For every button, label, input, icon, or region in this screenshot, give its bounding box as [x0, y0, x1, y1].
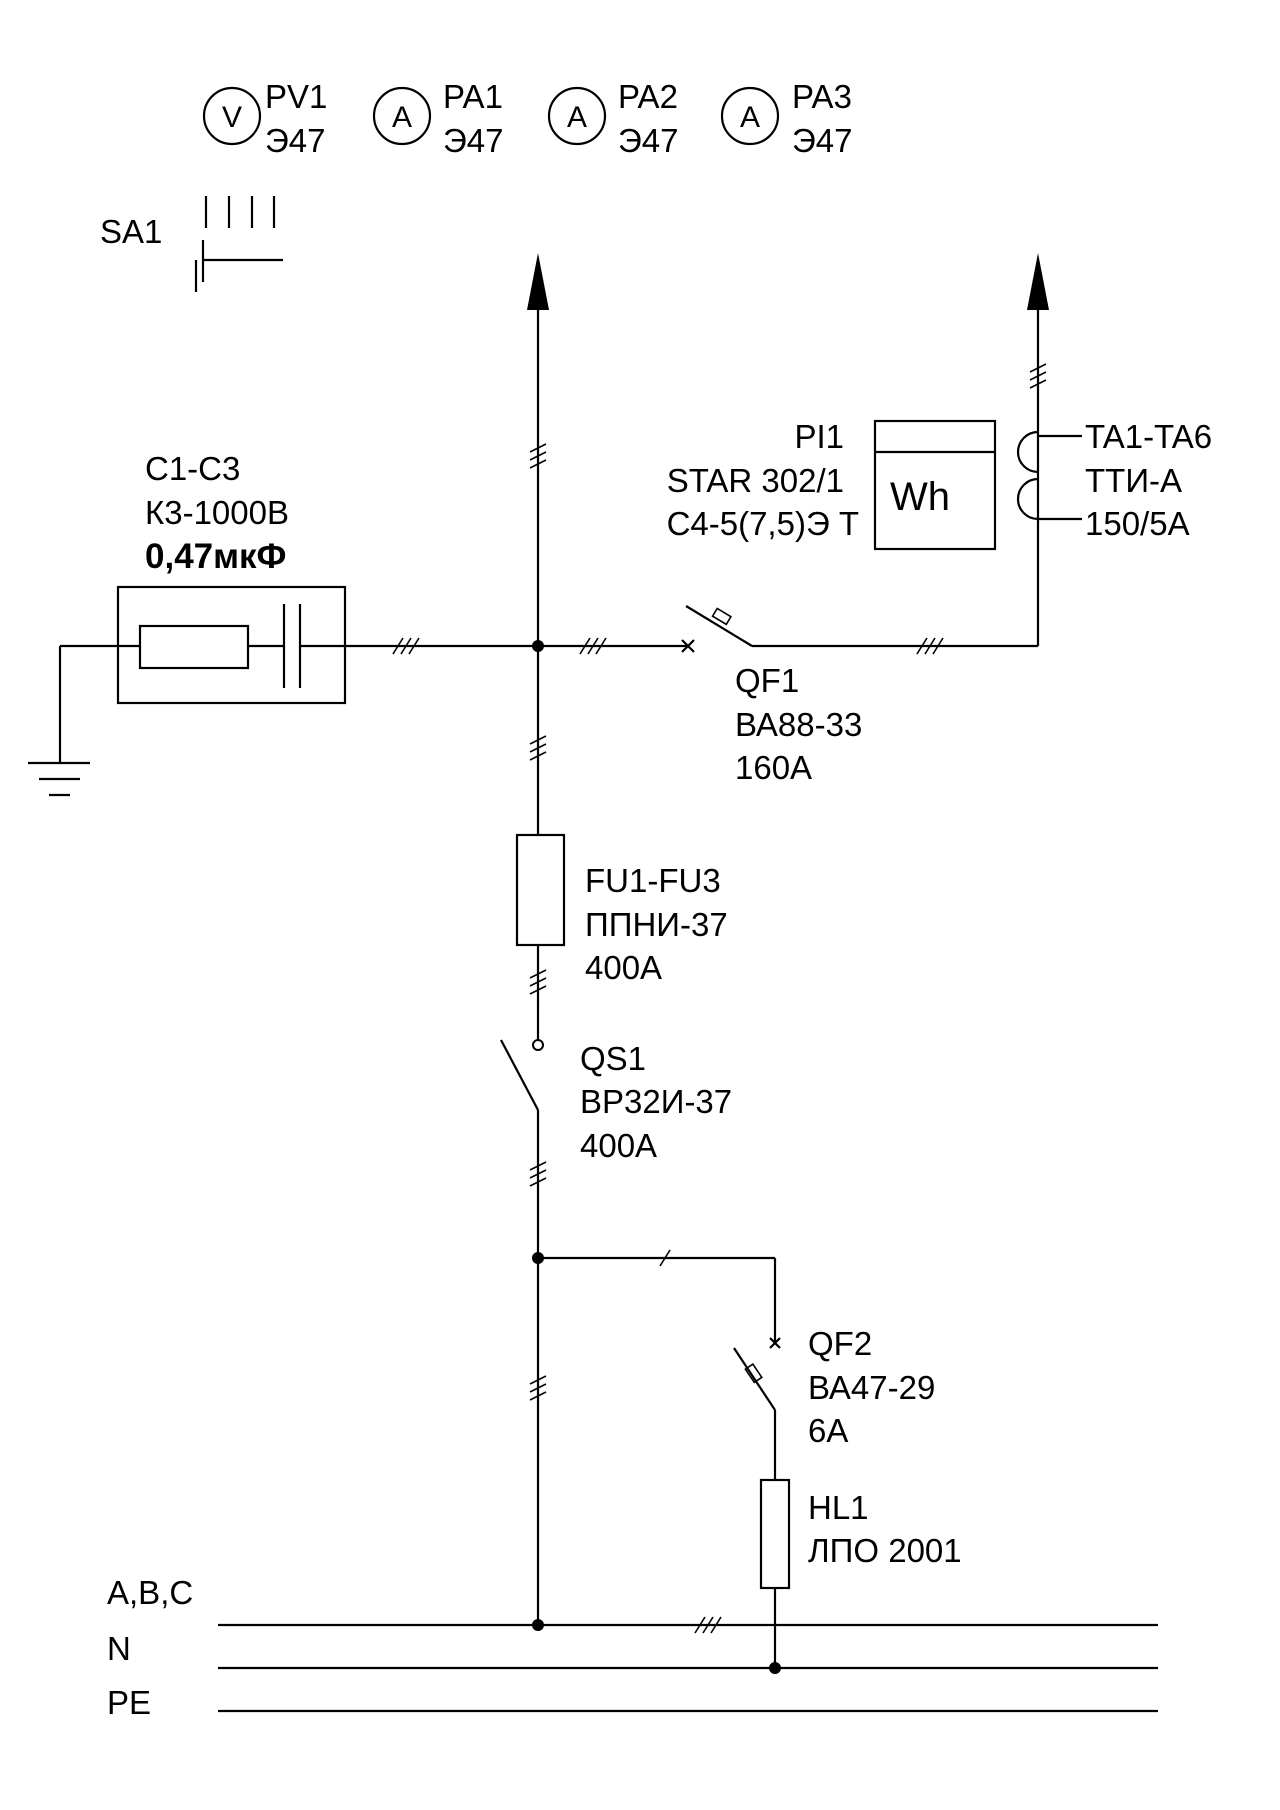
- meter-type: Э47: [443, 122, 503, 159]
- breaker-contact-icon: [733, 1337, 781, 1480]
- qs1-name: QS1: [580, 1040, 646, 1077]
- meter-symbol: A: [392, 101, 412, 134]
- watt-hour-meter-icon: Wh: [873, 419, 997, 551]
- qs1-rating: 400А: [580, 1127, 657, 1164]
- qf1-name: QF1: [735, 662, 799, 699]
- meter-name: PA1: [443, 78, 503, 115]
- three-phase-mark: [529, 735, 547, 761]
- qf2-name: QF2: [808, 1325, 872, 1362]
- bus-phase-label: A,B,C: [107, 1574, 193, 1611]
- meter-type: Э47: [265, 122, 325, 159]
- bus-protective: PE: [107, 1684, 1158, 1721]
- meter-name: PV1: [265, 78, 327, 115]
- ammeter-icon: [720, 86, 780, 146]
- energy-meter: PI1 STAR 302/1 С4-5(7,5)Э Т Wh: [667, 418, 997, 551]
- fuse-icon: [515, 833, 566, 947]
- capacitor-value: 0,47мкФ: [145, 537, 286, 576]
- meter-name: PA2: [618, 78, 678, 115]
- three-phase-mark: [579, 637, 607, 655]
- fuse-fu1-fu3: FU1-FU3 ППНИ-37 400А: [515, 833, 728, 986]
- voltmeter-icon: [202, 86, 262, 146]
- meter-pa1: A PA1 Э47: [372, 78, 503, 159]
- meter-pa2: A PA2 Э47: [547, 78, 678, 159]
- disconnector-icon: [500, 1010, 556, 1111]
- meter-pv1: V PV1 Э47: [202, 78, 327, 159]
- three-phase-mark: [1029, 363, 1047, 389]
- current-transformer: TA1-TA6 ТТИ-А 150/5А: [1016, 418, 1212, 542]
- selector-switch-sa1: SA1: [100, 196, 283, 292]
- lamp-type: ЛПО 2001: [808, 1532, 962, 1569]
- meter-pa3: A PA3 Э47: [720, 78, 852, 159]
- three-phase-mark: [529, 1375, 547, 1401]
- fuse-type: ППНИ-37: [585, 906, 728, 943]
- energy-meter-symbol: Wh: [890, 475, 950, 519]
- ammeter-icon: [372, 86, 432, 146]
- lamp-icon: [759, 1478, 791, 1590]
- capacitor-type: К3-1000В: [145, 494, 289, 531]
- three-phase-mark: [529, 1161, 547, 1187]
- ct-name: TA1-TA6: [1085, 418, 1212, 455]
- sa1-label: SA1: [100, 213, 162, 250]
- junction-dot: [769, 1662, 781, 1674]
- capacitor-bank: C1-C3 К3-1000В 0,47мкФ: [60, 450, 538, 705]
- ground-icon: [28, 646, 90, 797]
- qf2-type: ВА47-29: [808, 1369, 935, 1406]
- qf1-rating: 160А: [735, 749, 812, 786]
- single-phase-mark: [659, 1249, 671, 1267]
- qs1-type: ВР32И-37: [580, 1083, 732, 1120]
- ct-ratio: 150/5А: [1085, 505, 1190, 542]
- meter-symbol: A: [740, 101, 760, 134]
- ct-type: ТТИ-А: [1085, 462, 1182, 499]
- lamp-name: HL1: [808, 1489, 869, 1526]
- indicator-lamp-hl1: HL1 ЛПО 2001: [759, 1478, 962, 1590]
- outgoing-arrow-icon: [1027, 253, 1049, 310]
- qf1-type: ВА88-33: [735, 706, 862, 743]
- three-phase-mark: [694, 1616, 722, 1634]
- bus-protective-label: PE: [107, 1684, 151, 1721]
- fuse-rating: 400А: [585, 949, 662, 986]
- outgoing-arrow-icon: [527, 253, 549, 310]
- capacitor-name: C1-C3: [145, 450, 240, 487]
- three-phase-mark: [529, 443, 547, 469]
- bus-neutral-label: N: [107, 1630, 131, 1667]
- circuit-breaker-qf1: QF1 ВА88-33 160А: [681, 605, 862, 786]
- energy-meter-type: STAR 302/1: [667, 462, 844, 499]
- three-phase-mark: [392, 637, 420, 655]
- energy-meter-name: PI1: [794, 418, 844, 455]
- current-transformer-icon: [1016, 430, 1082, 521]
- three-phase-mark: [916, 637, 944, 655]
- discharge-resistor-icon: [138, 624, 250, 670]
- meter-name: PA3: [792, 78, 852, 115]
- ammeter-icon: [547, 86, 607, 146]
- junction-dot: [532, 1619, 544, 1631]
- energy-meter-spec: С4-5(7,5)Э Т: [667, 505, 859, 542]
- circuit-breaker-qf2: QF2 ВА47-29 6А: [733, 1325, 935, 1480]
- switch-disconnector-qs1: QS1 ВР32И-37 400А: [500, 1010, 732, 1164]
- meter-type: Э47: [618, 122, 678, 159]
- bus-phase: A,B,C: [107, 1574, 1158, 1627]
- bus-neutral: N: [107, 1630, 1158, 1670]
- selector-switch-icon: [194, 196, 283, 292]
- meter-symbol: V: [222, 101, 242, 134]
- fuse-name: FU1-FU3: [585, 862, 721, 899]
- breaker-contact-icon: [681, 605, 753, 653]
- qf2-rating: 6А: [808, 1412, 848, 1449]
- meter-symbol: A: [567, 101, 587, 134]
- meter-type: Э47: [792, 122, 852, 159]
- three-phase-mark: [529, 969, 547, 995]
